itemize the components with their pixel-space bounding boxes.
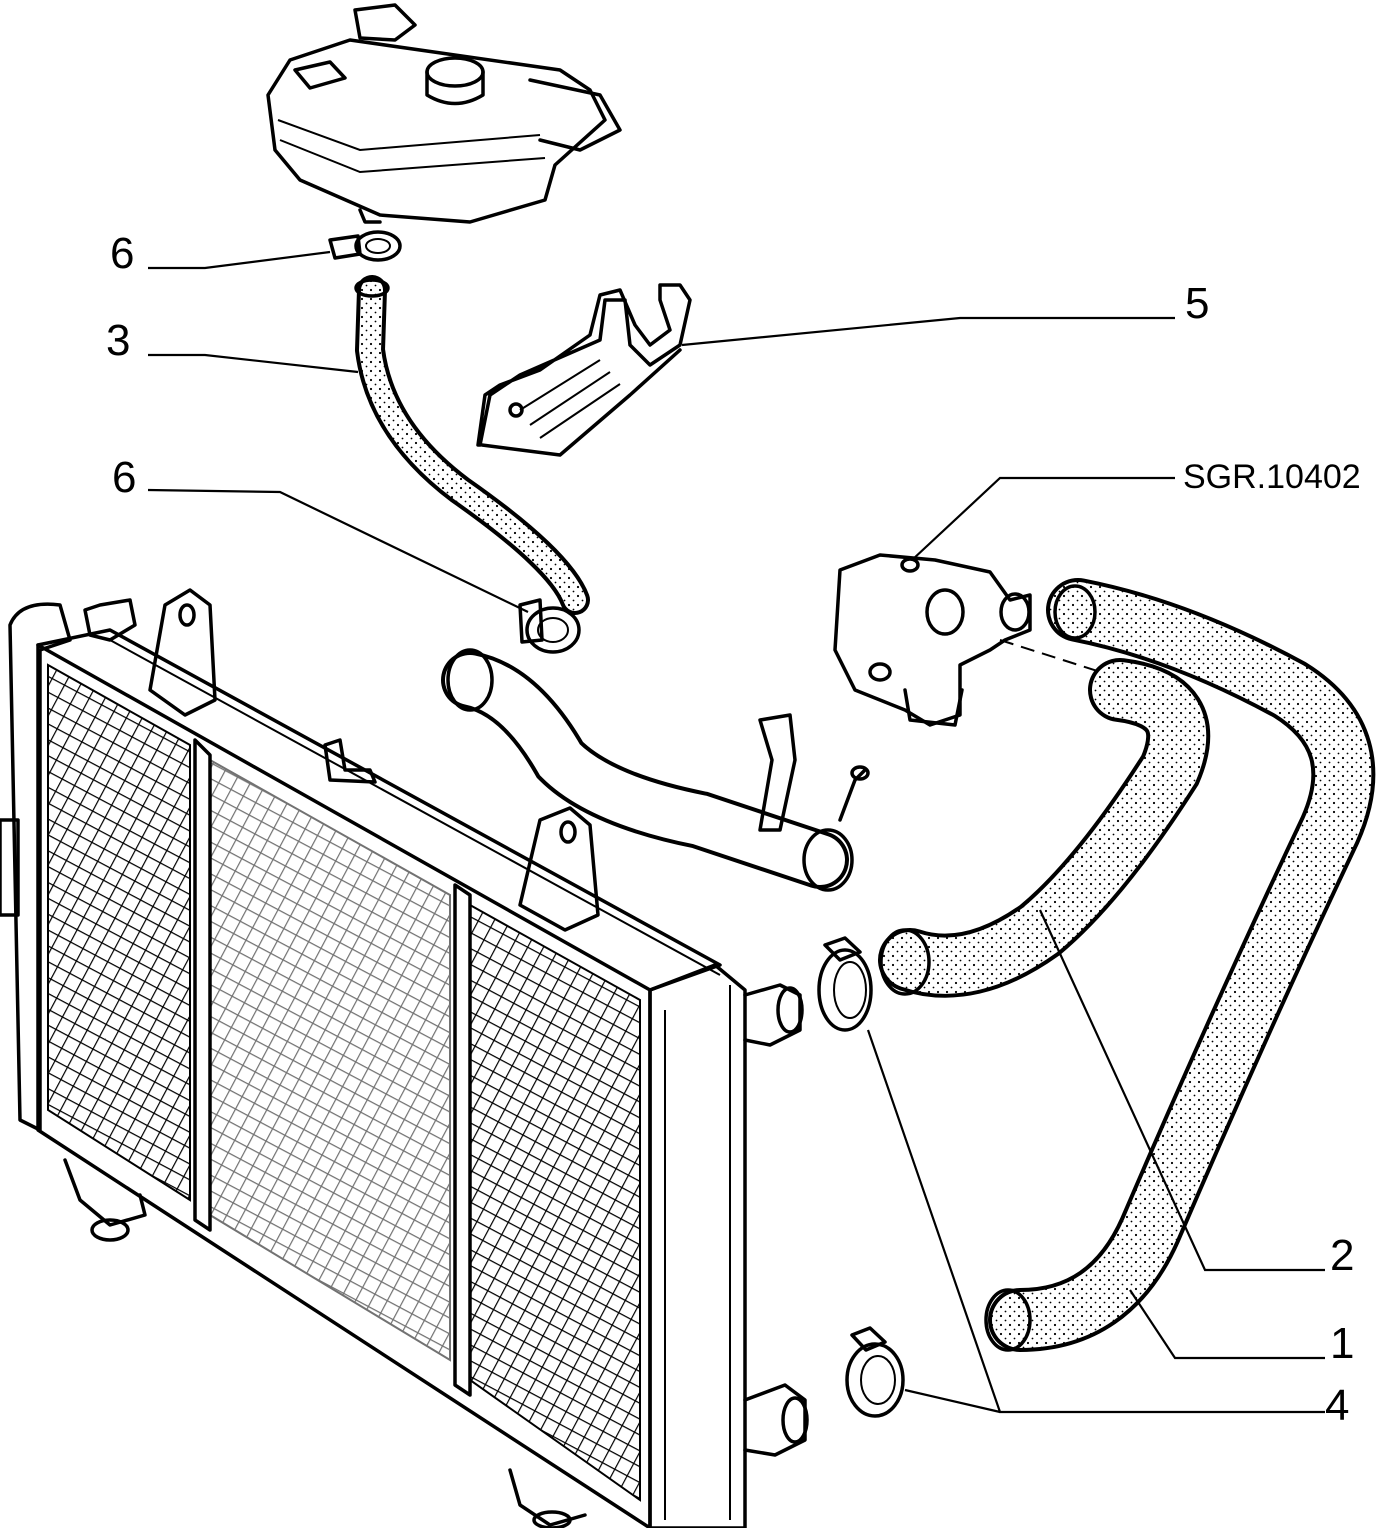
- breather-hose-3: [354, 275, 590, 615]
- hose-clamp-upper: [328, 230, 402, 262]
- hose-clamp-lower: [518, 598, 581, 654]
- leader-3: [148, 353, 359, 374]
- leader-lines: [147, 250, 1325, 1414]
- callout-1: 1: [1330, 1319, 1354, 1368]
- leader-ref: [911, 476, 1175, 561]
- leader-6-lower: [147, 488, 529, 613]
- callout-4: 4: [1325, 1381, 1349, 1430]
- hose-clamp-4-lower: [845, 1326, 905, 1418]
- callout-6-lower: 6: [112, 453, 136, 502]
- hose-bracket-5: [476, 283, 692, 457]
- callout-6-upper: 6: [110, 229, 134, 278]
- callout-reference-code: SGR.10402: [1183, 458, 1361, 496]
- coolant-pipe: [441, 648, 870, 892]
- radiator-hose-1: [984, 578, 1376, 1352]
- radiator: [0, 588, 809, 1528]
- leader-1: [1129, 1289, 1325, 1360]
- leader-4: [866, 1029, 1325, 1414]
- leader-6-upper: [148, 250, 331, 270]
- radiator-hose-2: [878, 658, 1211, 998]
- thermostat-housing: [833, 553, 1032, 727]
- leader-2: [1039, 909, 1325, 1272]
- callout-5: 5: [1185, 279, 1209, 328]
- expansion-tank: [266, 3, 622, 224]
- hose-clamp-4-upper: [817, 936, 873, 1032]
- callout-2: 2: [1330, 1231, 1354, 1280]
- callout-3: 3: [106, 316, 130, 365]
- leader-5: [681, 316, 1175, 347]
- assembly-dashed-line: [999, 639, 1111, 676]
